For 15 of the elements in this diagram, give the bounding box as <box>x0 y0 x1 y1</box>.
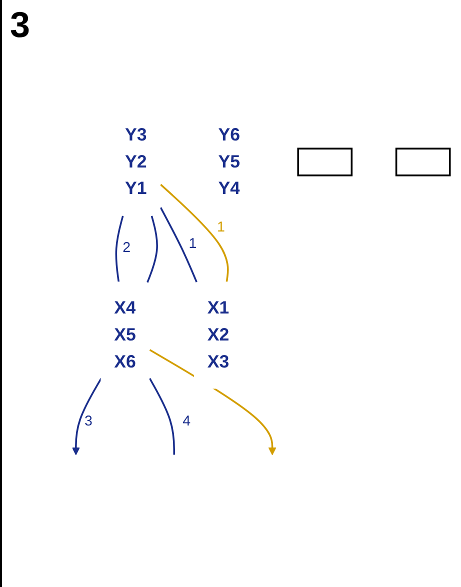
edge-label: 1 <box>188 236 197 252</box>
edge-label: 4 <box>182 414 191 429</box>
connector-line <box>160 184 229 282</box>
edge-label: 3 <box>84 414 92 429</box>
empty-box <box>297 148 353 176</box>
edge-label: 2 <box>122 240 131 256</box>
node-label: Y6 Y5 Y4 <box>204 108 254 216</box>
edge-label: 1 <box>216 220 225 236</box>
connector-line <box>160 207 198 283</box>
panel-number: 3 <box>10 4 30 46</box>
connector-line <box>115 216 124 282</box>
empty-box <box>395 148 451 176</box>
connector-line <box>72 378 102 456</box>
connector-line <box>149 378 175 455</box>
connector-line <box>146 216 158 283</box>
